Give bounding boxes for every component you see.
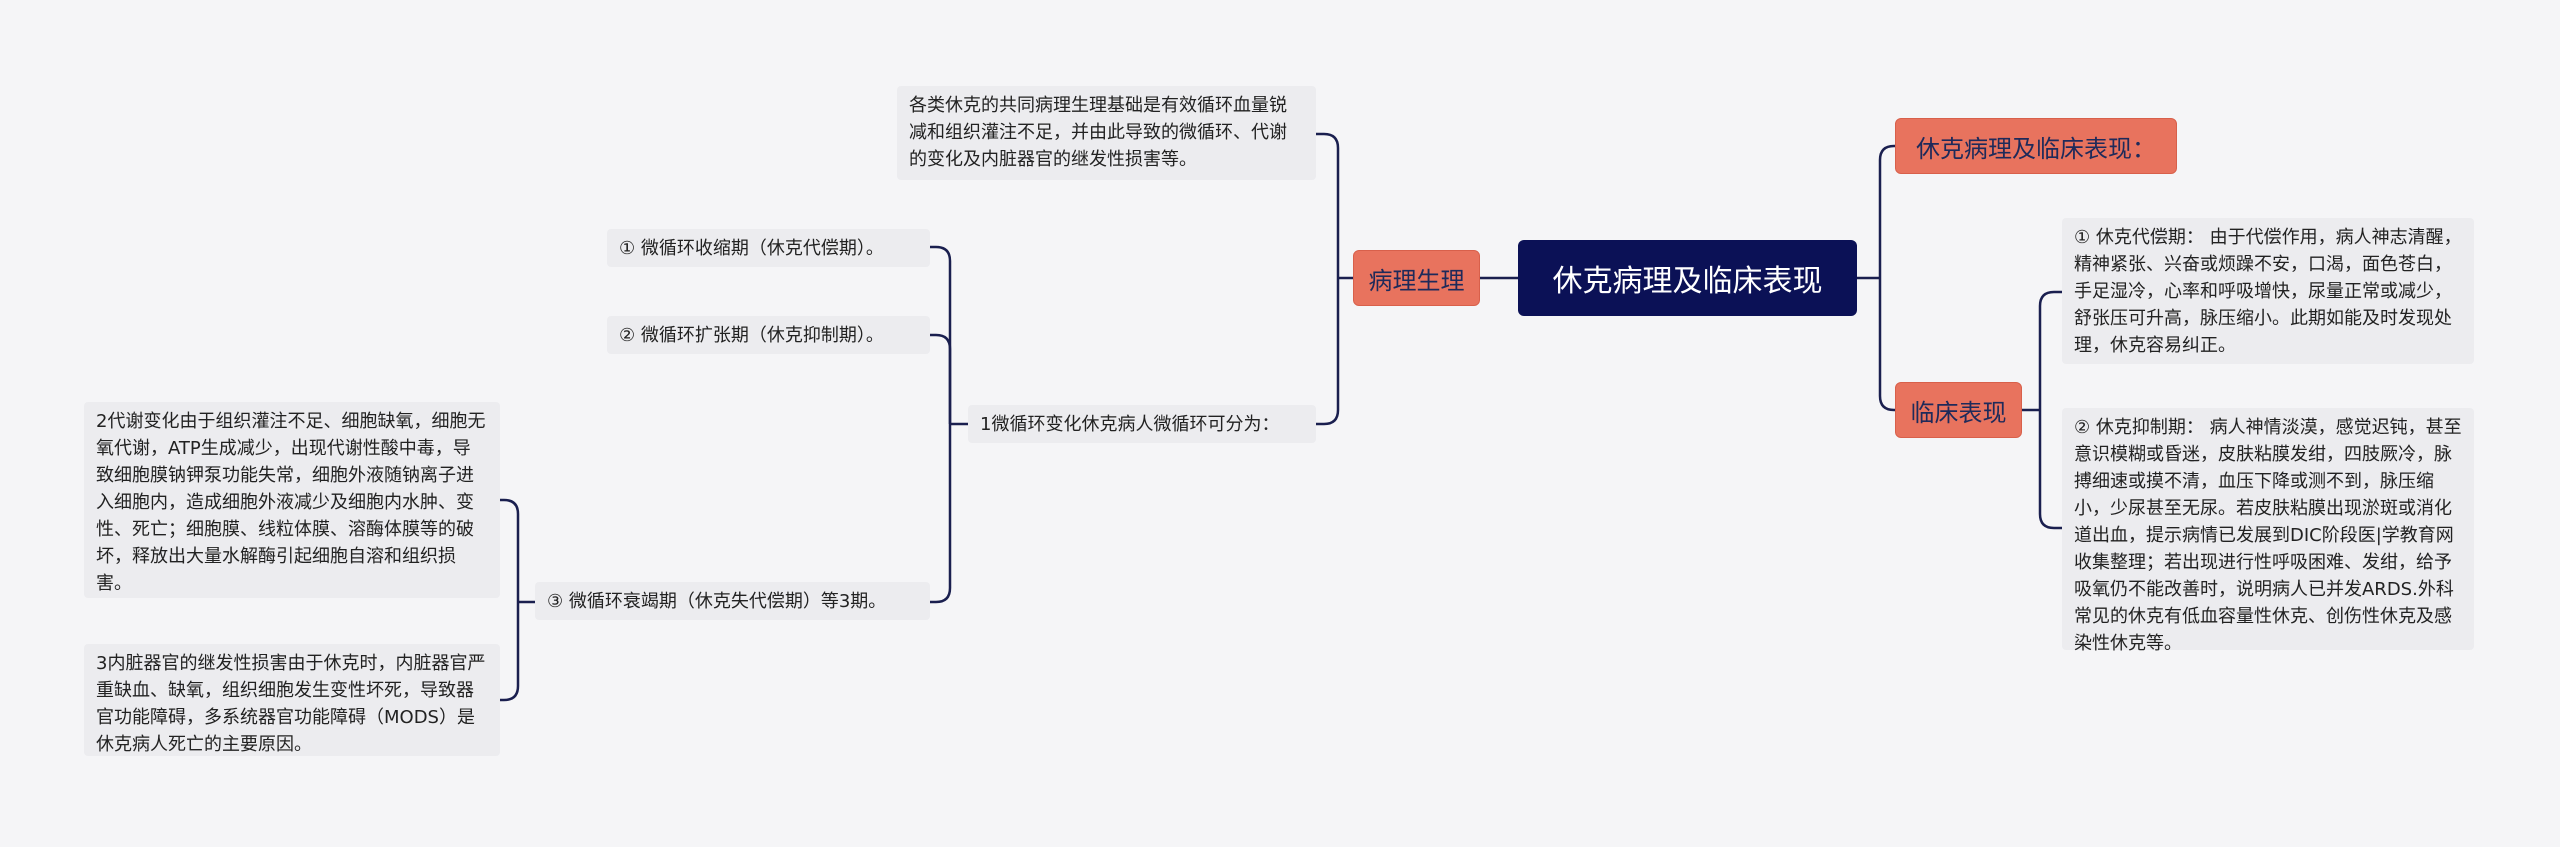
organ-damage-note[interactable]: 3内脏器官的继发性损害由于休克时，内脏器官严重缺血、缺氧，组织细胞发生变性坏死，… xyxy=(84,644,500,756)
stage-dilation-node[interactable]: ② 微循环扩张期（休克抑制期）。 xyxy=(607,316,930,354)
branch-pathology-clinical[interactable]: 休克病理及临床表现： xyxy=(1895,118,2177,174)
microcirculation-node[interactable]: 1微循环变化休克病人微循环可分为： xyxy=(968,405,1316,443)
metabolic-change-note[interactable]: 2代谢变化由于组织灌注不足、细胞缺氧，细胞无氧代谢，ATP生成减少，出现代谢性酸… xyxy=(84,402,500,598)
suppression-stage-note[interactable]: ② 休克抑制期： 病人神情淡漠，感觉迟钝，甚至意识模糊或昏迷，皮肤粘膜发绀，四肢… xyxy=(2062,408,2474,654)
compensated-stage-note[interactable]: ① 休克代偿期： 由于代偿作用，病人神志清醒，精神紧张、兴奋或烦躁不安，口渴，面… xyxy=(2062,218,2474,364)
pathophysiology-intro-note[interactable]: 各类休克的共同病理生理基础是有效循环血量锐减和组织灌注不足，并由此导致的微循环、… xyxy=(897,86,1316,180)
branch-pathophysiology[interactable]: 病理生理 xyxy=(1353,250,1480,306)
root-topic[interactable]: 休克病理及临床表现 xyxy=(1518,240,1857,316)
stage-contraction-node[interactable]: ① 微循环收缩期（休克代偿期）。 xyxy=(607,229,930,267)
stage-failure-node[interactable]: ③ 微循环衰竭期（休克失代偿期）等3期。 xyxy=(535,582,930,620)
branch-clinical-manifestation[interactable]: 临床表现 xyxy=(1895,382,2022,438)
